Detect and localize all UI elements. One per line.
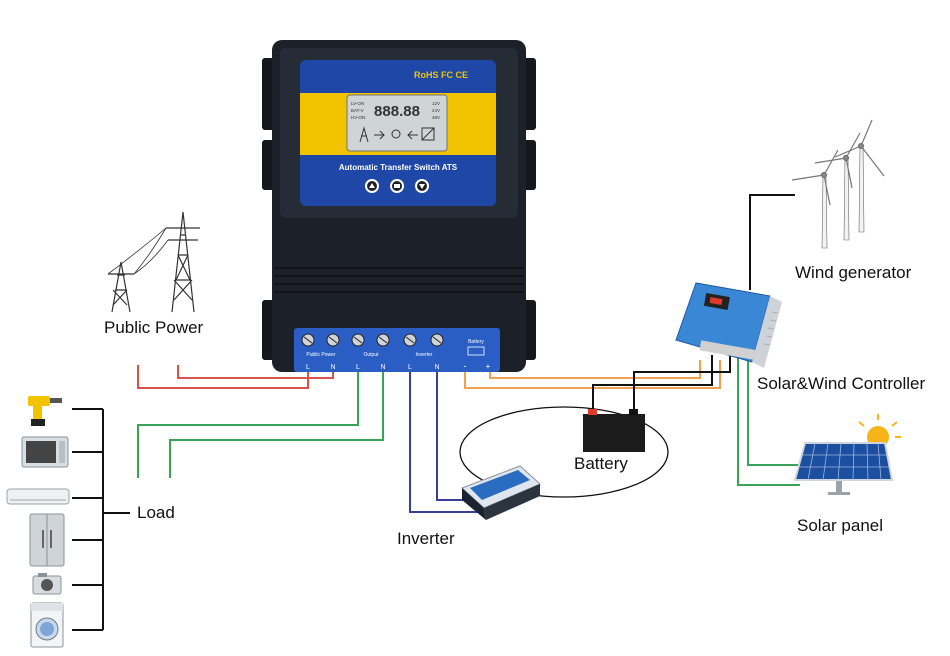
terminal-mark-1: N <box>330 364 335 371</box>
lcd-left-2: HV-ON <box>351 115 365 120</box>
label-controller: Solar&Wind Controller <box>757 374 926 393</box>
terminal-group-output: Output <box>363 352 379 358</box>
refrigerator-icon <box>29 513 65 567</box>
wire-ctrl-battery-neg <box>633 355 731 410</box>
lcd-icon-row <box>359 126 435 143</box>
terminal-mark-7: + <box>486 362 491 371</box>
drill-icon <box>28 396 62 426</box>
solar-panel-icon <box>793 414 901 495</box>
terminal-group-inverter: Inverter <box>416 352 433 358</box>
lcd-right-2: 48V <box>432 115 440 120</box>
ats-device: RoHS FC CE 888.88 LV-ON BAT-V HV-ON 12V … <box>262 40 536 372</box>
solar-wind-controller <box>675 282 782 368</box>
terminal-mark-0: L <box>306 364 310 371</box>
transmission-tower-icon <box>107 211 200 313</box>
ats-button-down[interactable] <box>415 179 429 193</box>
wire-ctrl-battery-pos <box>592 355 713 410</box>
ats-button-menu[interactable] <box>390 179 404 193</box>
wire-ctrl-solar-1 <box>737 355 800 486</box>
wires <box>137 194 800 513</box>
lcd-right-0: 12V <box>432 101 440 106</box>
lcd-right-1: 24V <box>432 108 440 113</box>
inverter-icon <box>461 465 541 520</box>
label-public-power: Public Power <box>104 318 204 337</box>
terminal-mark-2: L <box>356 364 360 371</box>
microwave-icon <box>21 436 69 468</box>
washing-machine-icon <box>30 602 64 648</box>
battery-icon <box>583 409 645 452</box>
camera-icon <box>32 573 62 595</box>
label-load: Load <box>137 503 175 522</box>
terminal-group-public-power: Public Power <box>306 352 336 358</box>
wire-ctrl-wind <box>749 194 795 290</box>
label-wind-generator: Wind generator <box>795 263 912 282</box>
label-battery: Battery <box>574 454 628 473</box>
ats-terminal-strip <box>294 328 500 372</box>
terminal-mark-6: - <box>464 361 467 371</box>
wire-battery-pos <box>489 360 701 379</box>
label-solar-panel: Solar panel <box>797 516 884 535</box>
terminal-mark-3: N <box>380 364 385 371</box>
lcd-left-1: BAT-V <box>351 108 364 113</box>
battery-inverter-loop <box>459 406 669 498</box>
terminal-mark-5: N <box>434 364 439 371</box>
ats-button-up[interactable] <box>365 179 379 193</box>
wire-load-n <box>169 368 384 478</box>
load-bracket <box>72 408 130 631</box>
ats-certifications: RoHS FC CE <box>414 70 468 80</box>
wire-inverter-n <box>436 368 470 501</box>
wire-inverter-l <box>409 368 478 513</box>
air-conditioner-icon <box>6 488 70 505</box>
ats-title: Automatic Transfer Switch ATS <box>339 163 458 172</box>
terminal-battery-symbol <box>467 346 485 356</box>
wire-load-l <box>137 368 359 478</box>
ats-lcd-readout: 888.88 <box>374 103 420 120</box>
label-inverter: Inverter <box>397 529 455 548</box>
wire-ctrl-solar-2 <box>747 355 800 466</box>
wire-public-power-n <box>177 365 334 379</box>
terminal-group-battery: Battery <box>468 339 484 345</box>
terminal-mark-4: L <box>408 364 412 371</box>
lcd-left-0: LV-ON <box>351 101 364 106</box>
wind-turbine-icon <box>791 119 885 249</box>
